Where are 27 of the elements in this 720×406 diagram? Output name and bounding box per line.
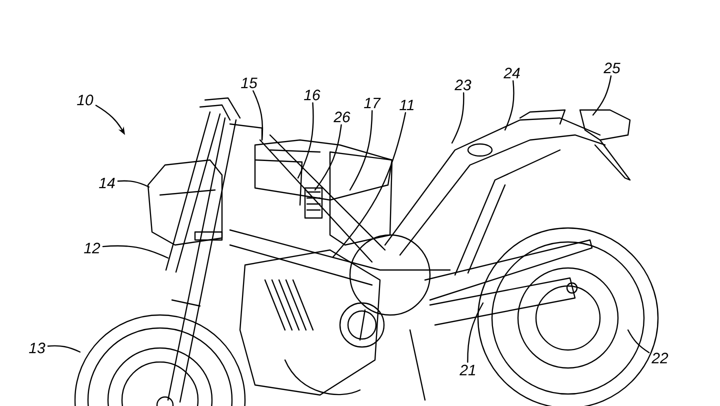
callout-number: 17 [364, 98, 381, 108]
leader-line [332, 112, 406, 258]
callout-number: 14 [99, 178, 115, 188]
callout-number: 26 [334, 112, 350, 122]
callout-number: 12 [84, 242, 100, 254]
leader-line [314, 124, 342, 191]
leader-line [349, 110, 373, 191]
callout-number: 23 [454, 80, 472, 90]
leader-line [102, 245, 169, 259]
callout-number: 22 [652, 352, 668, 364]
leader-line [117, 180, 150, 188]
callout-number: 25 [604, 62, 620, 74]
callout-number: 11 [400, 100, 414, 110]
leader-line [252, 90, 264, 141]
callout-number: 13 [29, 342, 46, 354]
leader-line [467, 302, 484, 363]
callout-number: 10 [77, 94, 94, 106]
leader-line [451, 92, 464, 144]
callout-number: 15 [241, 78, 258, 88]
leader-line [592, 75, 612, 116]
leader-line [47, 345, 81, 353]
callout-number: 24 [504, 68, 520, 78]
callout-number: 21 [460, 364, 476, 376]
callout-number: 16 [304, 90, 320, 100]
leader-line [297, 102, 314, 179]
leader-line [504, 80, 514, 131]
leader-line [627, 329, 650, 354]
